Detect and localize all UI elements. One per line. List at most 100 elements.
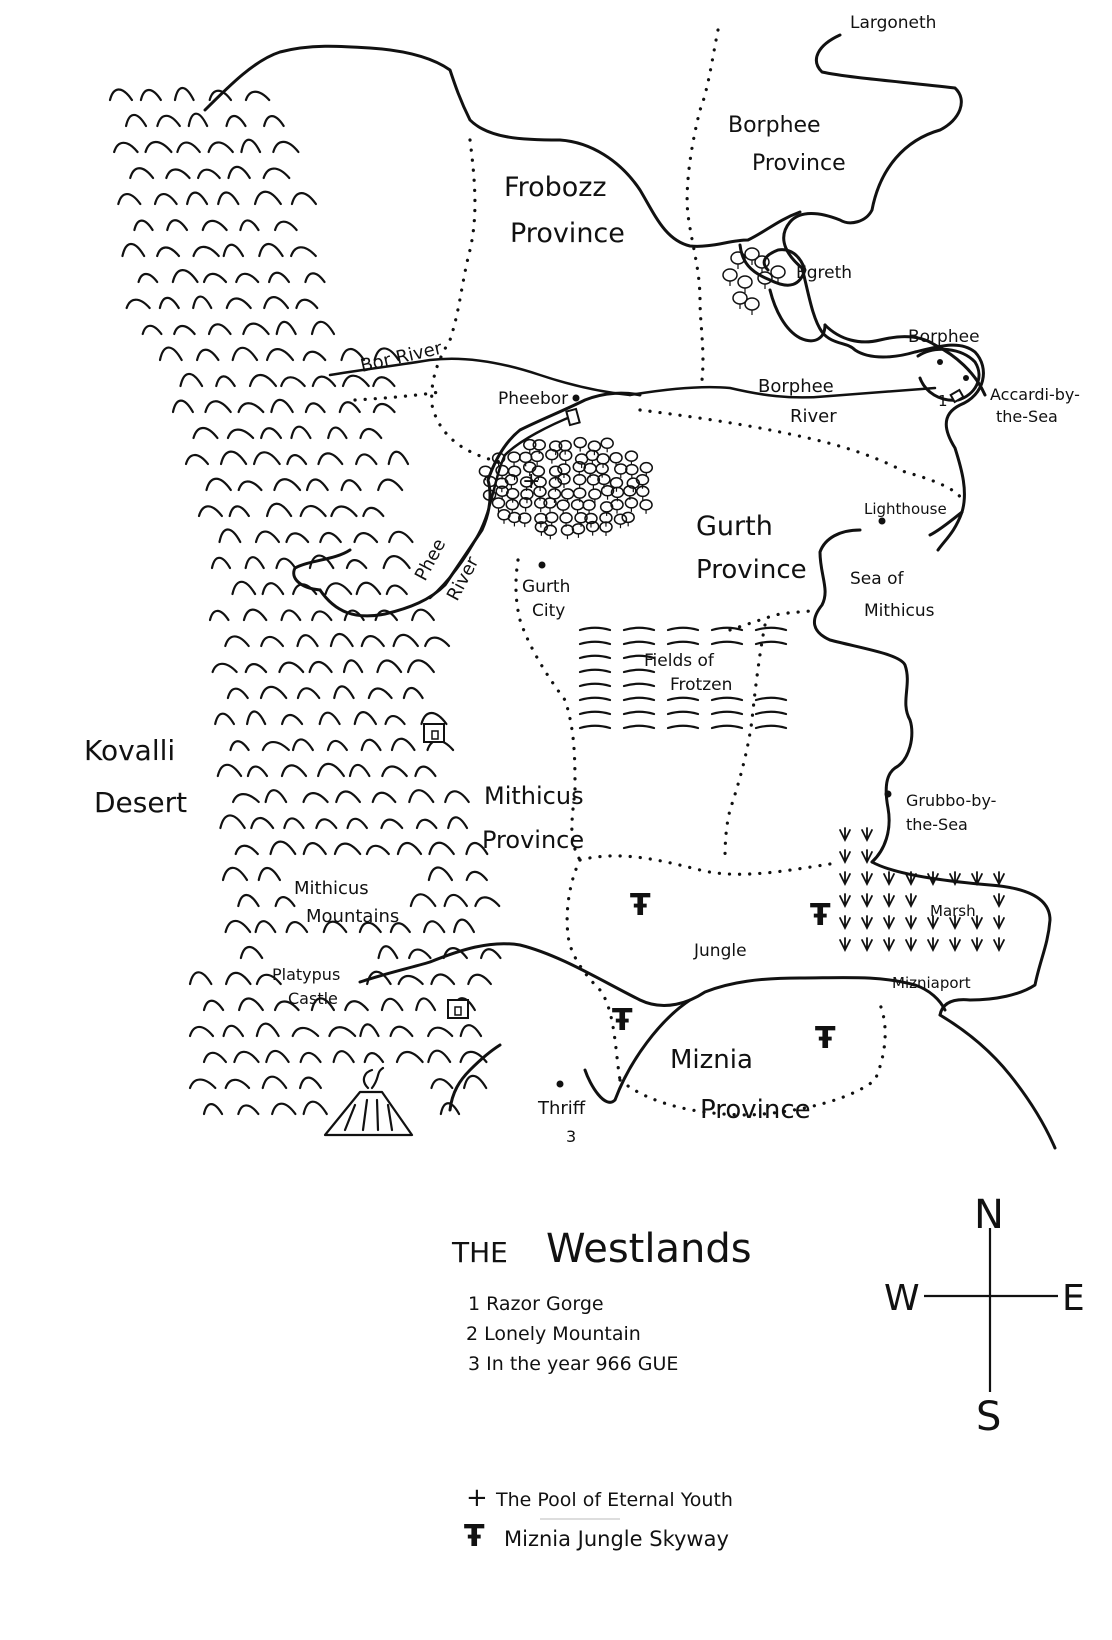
- tree-mark: [600, 437, 614, 450]
- mountain-mark: [346, 817, 368, 830]
- field-mark: [578, 626, 612, 632]
- mountain-mark: [304, 272, 326, 284]
- reed-mark: [861, 871, 873, 887]
- mountain-mark: [188, 971, 213, 986]
- mountain-mark: [239, 945, 264, 960]
- mountain-mark: [290, 192, 318, 206]
- egreth-label: Egreth: [796, 263, 852, 283]
- mountain-mark: [408, 789, 435, 804]
- mountain-mark: [408, 948, 432, 960]
- mountain-mark: [430, 1078, 454, 1090]
- mountain-mark: [265, 348, 295, 362]
- largoneth-label: Largoneth: [850, 13, 936, 33]
- pool-symbol: +: [522, 469, 540, 494]
- mountain-mark: [345, 559, 368, 570]
- tree-mark: [573, 436, 587, 449]
- reed-mark: [839, 849, 851, 865]
- mountain-mark: [340, 347, 366, 362]
- pool-legend-label: The Pool of Eternal Youth: [495, 1489, 733, 1511]
- mountain-mark: [317, 452, 344, 466]
- mountain-mark: [280, 376, 306, 388]
- mountain-mark: [459, 1050, 488, 1064]
- mountain-mark: [317, 762, 345, 778]
- tree-mark: [518, 451, 533, 464]
- compass-e: E: [1062, 1278, 1085, 1319]
- mountain-mark: [465, 841, 489, 856]
- pheebor-label: Pheebor: [498, 389, 568, 409]
- mountain-mark: [295, 298, 319, 310]
- tree-mark: [588, 488, 602, 500]
- mountain-mark: [353, 532, 379, 544]
- reed-mark: [949, 937, 961, 953]
- mountain-mark: [341, 374, 370, 388]
- mountain-mark: [420, 711, 448, 726]
- mountain-mark: [310, 320, 336, 336]
- mountain-mark: [113, 141, 139, 154]
- mountain-mark: [442, 947, 468, 960]
- mountain-mark: [225, 971, 252, 986]
- reed-mark: [861, 849, 873, 865]
- mountain-mark: [239, 219, 260, 232]
- tree-mark: [491, 497, 506, 509]
- skyway-symbol-3: Ŧ: [612, 1003, 633, 1038]
- mountain-mark: [226, 428, 255, 440]
- skyway-legend-glyph: Ŧ: [464, 1519, 485, 1554]
- field-mark: [622, 710, 656, 716]
- mountain-mark: [333, 685, 355, 700]
- pheebor-dot: [572, 394, 580, 402]
- mountain-mark: [355, 581, 382, 596]
- mountain-mark: [254, 920, 277, 934]
- mountain-mark: [365, 844, 390, 856]
- sea-label-1: Sea of: [850, 569, 904, 589]
- mountain-mark: [427, 1049, 452, 1064]
- mountain-mark: [407, 659, 435, 674]
- mountain-mark: [411, 608, 435, 622]
- mountain-mark: [153, 192, 178, 206]
- mountain-mark: [237, 1104, 260, 1116]
- mountain-mark: [217, 191, 240, 206]
- mountain-mark: [290, 425, 312, 440]
- mountain-mark: [272, 140, 300, 154]
- mountain-mark: [390, 737, 416, 752]
- tree-mark: [737, 275, 753, 289]
- mountain-mark: [363, 1052, 385, 1064]
- field-mark: [710, 696, 744, 702]
- field-mark: [666, 640, 700, 646]
- mountain-mark: [171, 269, 199, 284]
- tree-mark: [570, 498, 585, 511]
- reed-mark: [861, 937, 873, 953]
- mountain-mark: [377, 945, 399, 960]
- mountain-mark: [402, 686, 424, 700]
- borphee-river-label-2: River: [790, 406, 837, 427]
- mountain-mark: [273, 220, 298, 232]
- gurth-province-label-2: Province: [696, 555, 807, 585]
- accardi-label-1: Accardi-by-: [990, 385, 1080, 404]
- tree-mark: [582, 499, 596, 511]
- miznia-province-label-1: Miznia: [670, 1045, 753, 1075]
- mountain-mark: [232, 793, 260, 804]
- mountain-mark: [268, 271, 291, 284]
- tree-mark: [559, 512, 573, 524]
- mountain-mark: [315, 818, 338, 830]
- reed-mark: [883, 871, 895, 887]
- field-mark: [578, 696, 612, 702]
- field-mark: [754, 626, 788, 632]
- mountain-mark: [480, 948, 502, 960]
- field-mark: [622, 654, 656, 660]
- pheebor-gate: [565, 407, 581, 427]
- legend-title-main: Westlands: [546, 1226, 752, 1272]
- mountain-mark: [265, 502, 293, 518]
- mountain-mark: [283, 817, 305, 830]
- reed-mark: [839, 915, 851, 931]
- mountain-mark: [302, 350, 327, 362]
- pool-legend-glyph: +: [466, 1483, 488, 1513]
- tree-mark: [754, 255, 770, 269]
- mountain-mark: [278, 661, 305, 674]
- mountain-mark: [397, 974, 424, 986]
- mountain-mark: [290, 246, 317, 258]
- frobozz-province-label-1: Frobozz: [504, 172, 607, 203]
- tree-mark: [596, 453, 610, 465]
- mountain-mark: [259, 685, 288, 700]
- mountain-mark: [415, 818, 438, 830]
- grubbo-dot: [884, 790, 892, 798]
